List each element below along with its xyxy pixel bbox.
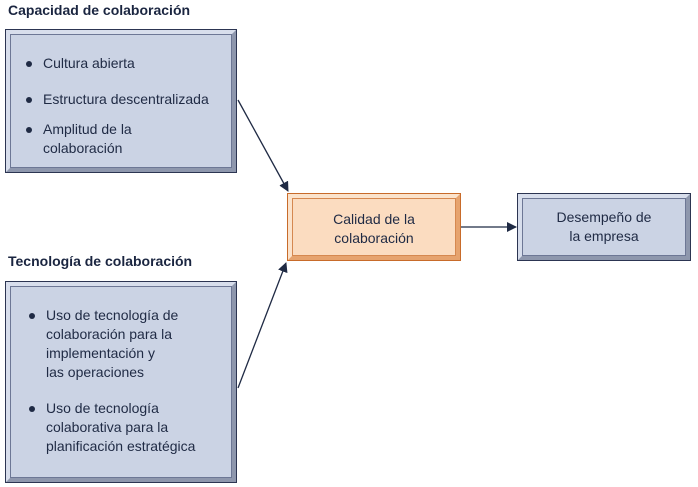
bullet-icon — [29, 406, 35, 412]
capacity-item-3: Amplitud de la colaboración — [26, 120, 132, 158]
technology-item-1: Uso de tecnología de colaboración para l… — [29, 306, 179, 382]
bullet-icon — [26, 127, 32, 133]
arrow-capacity-to-quality — [237, 99, 289, 192]
company-performance-line-2: la empresa — [569, 228, 639, 244]
bullet-icon — [26, 61, 32, 67]
technology-item-1-line-4: las operaciones — [46, 364, 145, 380]
capacity-title: Capacidad de colaboración — [8, 2, 191, 18]
bullet-icon — [29, 313, 35, 319]
technology-item-1-line-3: implementación y — [46, 345, 155, 361]
arrow-technology-to-quality — [237, 262, 288, 389]
technology-item-2-line-3: planificación estratégica — [46, 438, 196, 454]
technology-title: Tecnología de colaboración — [8, 253, 193, 269]
capacity-box: Cultura abierta Estructura descentraliza… — [5, 29, 237, 173]
collaboration-quality-line-1: Calidad de la — [333, 211, 415, 227]
company-performance-box: Desempeño de la empresa — [517, 193, 691, 261]
technology-item-2: Uso de tecnología colaborativa para la p… — [29, 399, 196, 456]
collaboration-quality-label: Calidad de la colaboración — [292, 210, 456, 248]
capacity-item-3-line-2: colaboración — [43, 140, 123, 156]
technology-item-2-line-2: colaborativa para la — [46, 419, 169, 435]
bullet-icon — [26, 97, 32, 103]
company-performance-line-1: Desempeño de — [556, 209, 652, 225]
collaboration-quality-line-2: colaboración — [334, 230, 414, 246]
technology-item-2-line-1: Uso de tecnología — [46, 400, 159, 416]
technology-item-1-line-2: colaboración para la — [46, 326, 173, 342]
technology-box: Uso de tecnología de colaboración para l… — [5, 281, 237, 483]
capacity-item-3-line-1: Amplitud de la — [43, 121, 132, 137]
company-performance-label: Desempeño de la empresa — [522, 208, 686, 246]
technology-item-1-line-1: Uso de tecnología de — [46, 307, 179, 323]
capacity-item-1: Cultura abierta — [26, 54, 135, 73]
capacity-item-2-line-1: Estructura descentralizada — [43, 91, 209, 107]
collaboration-quality-box: Calidad de la colaboración — [287, 193, 461, 261]
capacity-item-1-line-1: Cultura abierta — [43, 55, 135, 71]
capacity-item-2: Estructura descentralizada — [26, 90, 209, 109]
